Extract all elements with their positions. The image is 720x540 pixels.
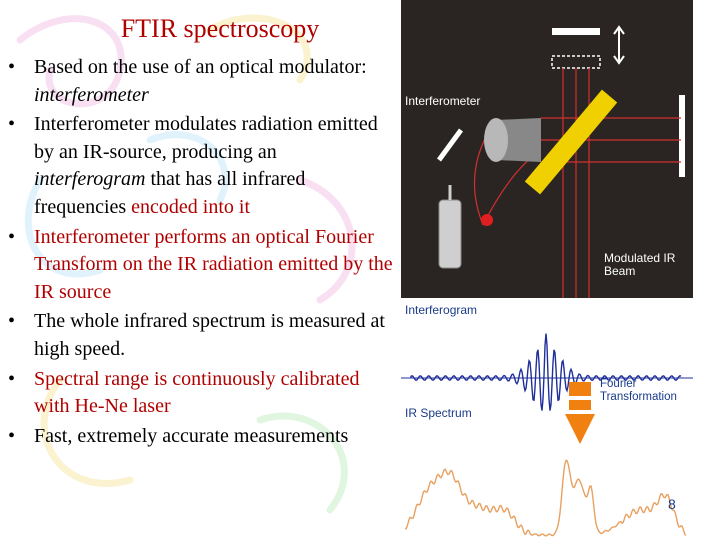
bullet-item: • Fast, extremely accurate measurements [8, 423, 393, 451]
ftir-figure [401, 0, 693, 540]
ir-spectrum-label: IR Spectrum [405, 406, 472, 420]
ir-source [438, 199, 462, 269]
bullet-text: Interferometer performs an optical Fouri… [34, 225, 393, 303]
bullet-marker: • [8, 367, 16, 390]
bullet-marker: • [8, 424, 16, 447]
bullet-item: • Interferometer modulates radiation emit… [8, 111, 393, 221]
beam-splitter [524, 89, 618, 195]
interferogram-trace [410, 333, 682, 411]
page-number: 8 [668, 496, 676, 512]
bullet-text: that has all infrared frequencies [34, 168, 306, 218]
bullet-marker: • [8, 56, 16, 78]
fourier-arrow [565, 382, 595, 444]
detector [481, 214, 493, 226]
bullet-list: • Based on the use of an optical modulato… [8, 54, 393, 452]
bullet-item: • The whole infrared spectrum is measured… [8, 308, 393, 363]
bullet-text: Interferometer modulates radiation emitt… [34, 113, 378, 163]
bullet-item: • Spectral range is continuously calibrat… [8, 366, 393, 421]
fixed-mirror [679, 95, 685, 177]
ir-spectrum-trace [404, 459, 687, 537]
interferometer-label: Interferometer [405, 94, 481, 108]
bullet-marker: • [8, 113, 16, 136]
bullet-item: • Based on the use of an optical modulato… [8, 54, 393, 109]
bullet-text: encoded into it [131, 195, 251, 218]
figure-panel [401, 0, 693, 540]
bullet-item: • Interferometer performs an optical Four… [8, 224, 393, 307]
mirror-small [436, 128, 464, 162]
bullet-text: interferometer [34, 83, 149, 106]
bullet-marker: • [8, 310, 16, 333]
modulated-beam-label: Modulated IR Beam [604, 251, 676, 278]
bullet-text: Fast, extremely accurate measurements [34, 424, 349, 447]
moving-mirror [552, 28, 600, 35]
mirror-motion-arrow [613, 25, 625, 65]
bullet-text: The whole infrared spectrum is measured … [34, 310, 385, 360]
bullet-text: Spectral range is continuously calibrate… [34, 367, 360, 418]
slide-title: FTIR spectroscopy [120, 14, 320, 43]
bullet-text: Based on the use of an optical modulator… [34, 56, 367, 78]
bullet-marker: • [8, 225, 16, 248]
interferogram-label: Interferogram [405, 303, 478, 317]
fourier-label: Fourier Transformation [600, 378, 677, 403]
bullet-text: interferogram [34, 168, 146, 191]
collimator [496, 118, 541, 162]
